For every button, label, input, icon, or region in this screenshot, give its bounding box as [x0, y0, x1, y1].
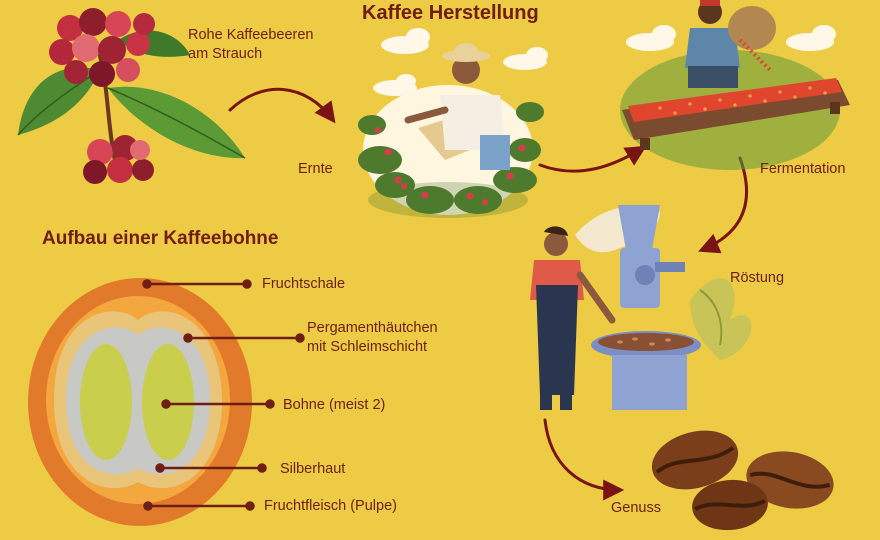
- label-fruchtfleisch: Fruchtfleisch (Pulpe): [264, 498, 397, 514]
- label-pergament: Pergamenthäutchen mit Schleimschicht: [307, 320, 438, 355]
- step-roasting-label: Röstung: [730, 270, 785, 286]
- berries-lower: [83, 135, 154, 184]
- arrow-roasting-to-enjoyment: [543, 418, 625, 501]
- berries-upper: [49, 8, 155, 87]
- roasting-illustration: [530, 205, 752, 410]
- process-arrows: [228, 87, 748, 501]
- bean-section-title: Aufbau einer Kaffeebohne: [42, 228, 279, 249]
- step-raw-berries-label: Rohe Kaffeebeeren am Strauch: [188, 27, 314, 62]
- roasted-beans-illustration: [651, 430, 834, 531]
- step-enjoyment-label: Genuss: [611, 500, 661, 516]
- label-bohne: Bohne (meist 2): [283, 397, 386, 413]
- step-harvest-label: Ernte: [298, 161, 333, 177]
- bean-label-pointers: [142, 279, 305, 511]
- page-title: Kaffee Herstellung: [362, 2, 539, 24]
- clouds: [373, 25, 836, 96]
- arrow-fermentation-to-roasting: [698, 156, 748, 254]
- fermentation-illustration: [620, 0, 850, 170]
- label-fruchtschale: Fruchtschale: [262, 276, 346, 292]
- coffee-branch-illustration: [17, 8, 246, 184]
- label-silberhaut: Silberhaut: [280, 461, 346, 477]
- arrow-harvest-to-fermentation: [538, 145, 647, 173]
- step-fermentation-label: Fermentation: [760, 161, 846, 177]
- arrow-berries-to-harvest: [228, 87, 336, 124]
- bean-half-left: [80, 344, 132, 460]
- harvest-illustration: [358, 43, 544, 218]
- bean-cross-section: [28, 278, 252, 526]
